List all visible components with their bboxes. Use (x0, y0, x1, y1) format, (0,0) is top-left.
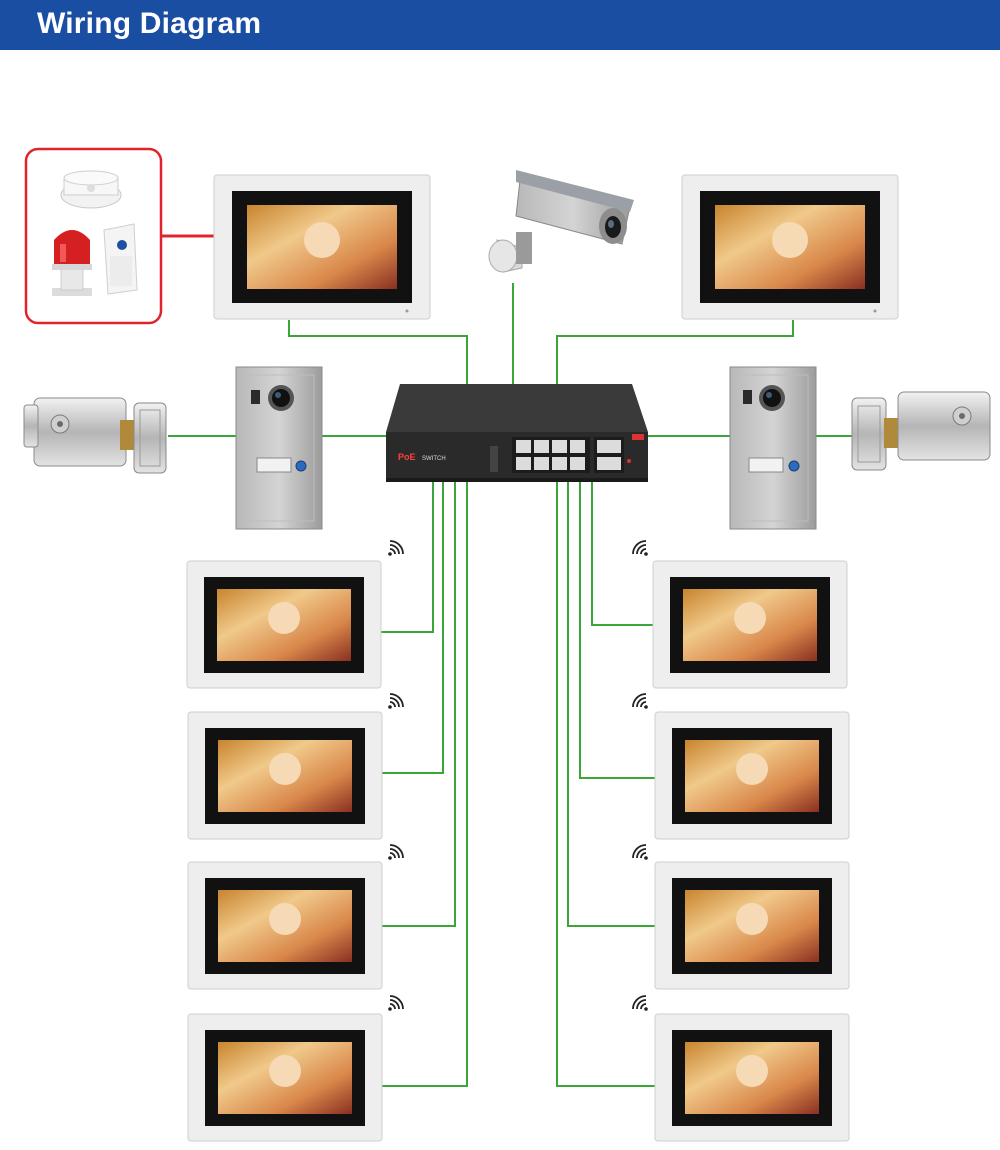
wire-right-4 (556, 482, 655, 1087)
wifi-icon-right-2 (632, 693, 649, 710)
wire-left-4 (381, 482, 468, 1087)
wifi-icon-right-3 (632, 844, 649, 861)
door-station-right (729, 366, 817, 530)
electric-lock-left-icon (23, 397, 167, 474)
switch-brand-label: PoE (398, 452, 416, 462)
wire-left-2 (381, 482, 444, 774)
wifi-icon-right-1 (632, 540, 649, 557)
page-title: Wiring Diagram (37, 7, 262, 40)
monitor-top-left (213, 174, 431, 320)
monitor-right-1 (652, 560, 848, 689)
monitor-right-2 (654, 711, 850, 840)
poe-switch: PoE SWITCH (386, 384, 648, 482)
alarm-sensor-panel (24, 147, 163, 325)
wifi-icon-left-4 (387, 995, 404, 1012)
monitor-right-3 (654, 861, 850, 990)
wire-right-2 (579, 482, 655, 779)
wire-left-3 (381, 482, 456, 927)
wire-right-1 (591, 482, 655, 626)
monitor-left-2 (187, 711, 383, 840)
wire-left-1 (381, 482, 434, 633)
monitor-left-3 (187, 861, 383, 990)
wire-monitor-top-right (556, 320, 794, 384)
monitor-right-4 (654, 1013, 850, 1142)
electric-lock-right-icon (851, 391, 991, 471)
monitor-left-4 (187, 1013, 383, 1142)
wire-monitor-top-left (288, 320, 468, 384)
wifi-icon-right-4 (632, 995, 649, 1012)
ip-camera-icon (488, 170, 634, 273)
siren-strobe-icon (52, 230, 92, 296)
wifi-icon-left-1 (387, 540, 404, 557)
pir-sensor-icon (103, 223, 138, 295)
door-station-left (235, 366, 323, 530)
wifi-icon-left-2 (387, 693, 404, 710)
switch-model-label: SWITCH (422, 456, 446, 462)
wifi-icon-left-3 (387, 844, 404, 861)
monitor-top-right (681, 174, 899, 320)
wire-right-3 (567, 482, 655, 927)
wire-group (168, 283, 852, 1087)
smoke-detector-icon (60, 170, 122, 209)
monitor-left-1 (186, 560, 382, 689)
title-banner: Wiring Diagram (0, 0, 1000, 50)
